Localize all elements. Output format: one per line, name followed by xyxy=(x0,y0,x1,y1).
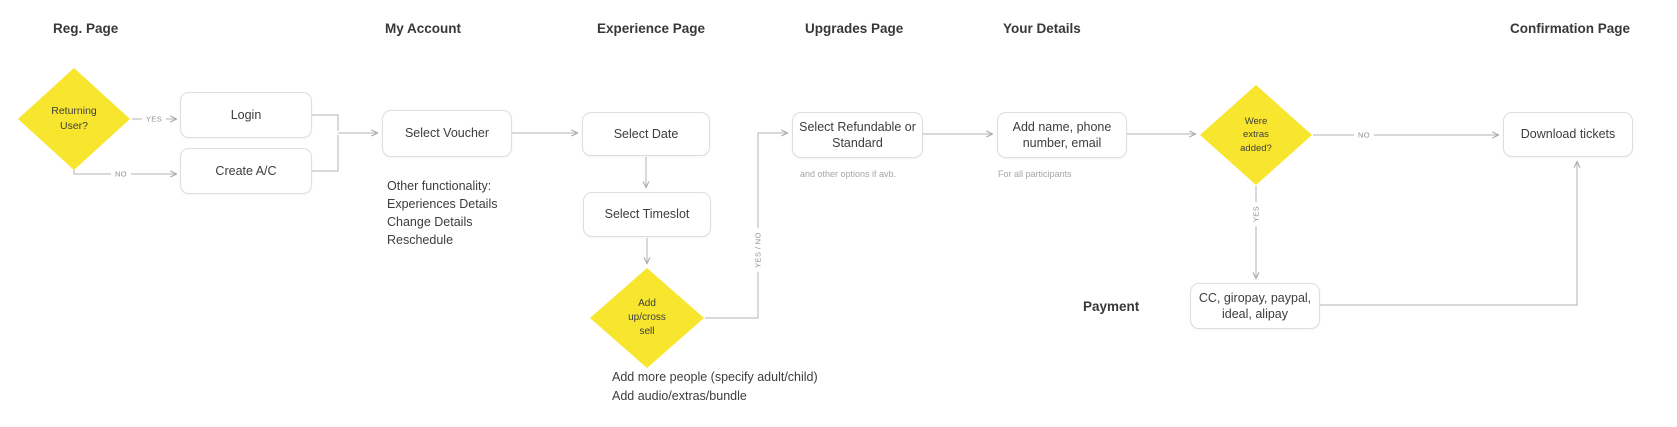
node-select-voucher[interactable]: Select Voucher xyxy=(382,110,512,157)
connector-label-no-extras: NO xyxy=(1353,129,1375,141)
node-select-date[interactable]: Select Date xyxy=(582,112,710,156)
node-label-select-refundable: Select Refundable or Standard xyxy=(799,119,916,150)
section-header-your-details: Your Details xyxy=(1003,21,1081,36)
diamond-shape xyxy=(18,68,130,170)
node-select-timeslot[interactable]: Select Timeslot xyxy=(583,192,711,237)
section-header-payment: Payment xyxy=(1083,299,1140,314)
node-payment-methods[interactable]: CC, giropay, paypal, ideal, alipay xyxy=(1190,283,1320,329)
connector-login-merge xyxy=(312,114,339,131)
node-add-details[interactable]: Add name, phone number, email xyxy=(997,112,1127,158)
annotation-cross-sell-notes: Add more people (specify adult/child) Ad… xyxy=(612,370,818,403)
node-label-create-account: Create A/C xyxy=(215,163,277,178)
node-create-account[interactable]: Create A/C xyxy=(180,148,312,194)
decision-label-returning-user: Returning User? xyxy=(51,105,97,132)
node-select-refundable[interactable]: Select Refundable or Standard xyxy=(792,112,923,158)
connector-payment-download xyxy=(1320,162,1577,306)
section-header-upgrades-page: Upgrades Page xyxy=(805,21,904,36)
decision-label-extras-added: Were extras added? xyxy=(1240,116,1272,154)
caption-all-participants: For all participants xyxy=(998,169,1072,179)
diamond-shape xyxy=(590,268,704,368)
connector-label-no: NO xyxy=(110,168,132,180)
decision-up-cross-sell[interactable]: Add up/cross sell xyxy=(590,268,704,368)
node-label-select-timeslot: Select Timeslot xyxy=(604,207,690,222)
node-label-select-date: Select Date xyxy=(613,126,679,141)
node-download-tickets[interactable]: Download tickets xyxy=(1503,112,1633,157)
section-header-my-account: My Account xyxy=(385,21,462,36)
caption-refundable-options: and other options if avb. xyxy=(800,169,897,179)
connector-upsell-refundable xyxy=(705,133,787,319)
node-label-payment-methods: CC, giropay, paypal, ideal, alipay xyxy=(1198,290,1312,321)
node-label-select-voucher: Select Voucher xyxy=(404,126,490,141)
section-header-confirmation-page: Confirmation Page xyxy=(1510,21,1631,36)
section-header-experience-page: Experience Page xyxy=(597,21,706,36)
decision-returning-user[interactable]: Returning User? xyxy=(18,68,130,170)
decision-extras-added[interactable]: Were extras added? xyxy=(1200,85,1312,185)
annotation-my-account-notes: Other functionality: Experiences Details… xyxy=(387,179,498,247)
connector-create-merge xyxy=(312,135,339,172)
node-label-login: Login xyxy=(230,107,262,122)
decision-label-up-cross-sell: Add up/cross sell xyxy=(628,298,666,337)
connector-label-yes-extras: YES xyxy=(1250,201,1262,227)
connector-label-yes: YES xyxy=(141,113,167,125)
connector-label-yes-no: YES / NO xyxy=(752,228,764,272)
node-login[interactable]: Login xyxy=(180,92,312,138)
section-header-reg-page: Reg. Page xyxy=(53,21,119,36)
node-label-add-details: Add name, phone number, email xyxy=(1012,119,1112,150)
diamond-shape xyxy=(1200,85,1312,185)
node-label-download-tickets: Download tickets xyxy=(1520,127,1616,142)
